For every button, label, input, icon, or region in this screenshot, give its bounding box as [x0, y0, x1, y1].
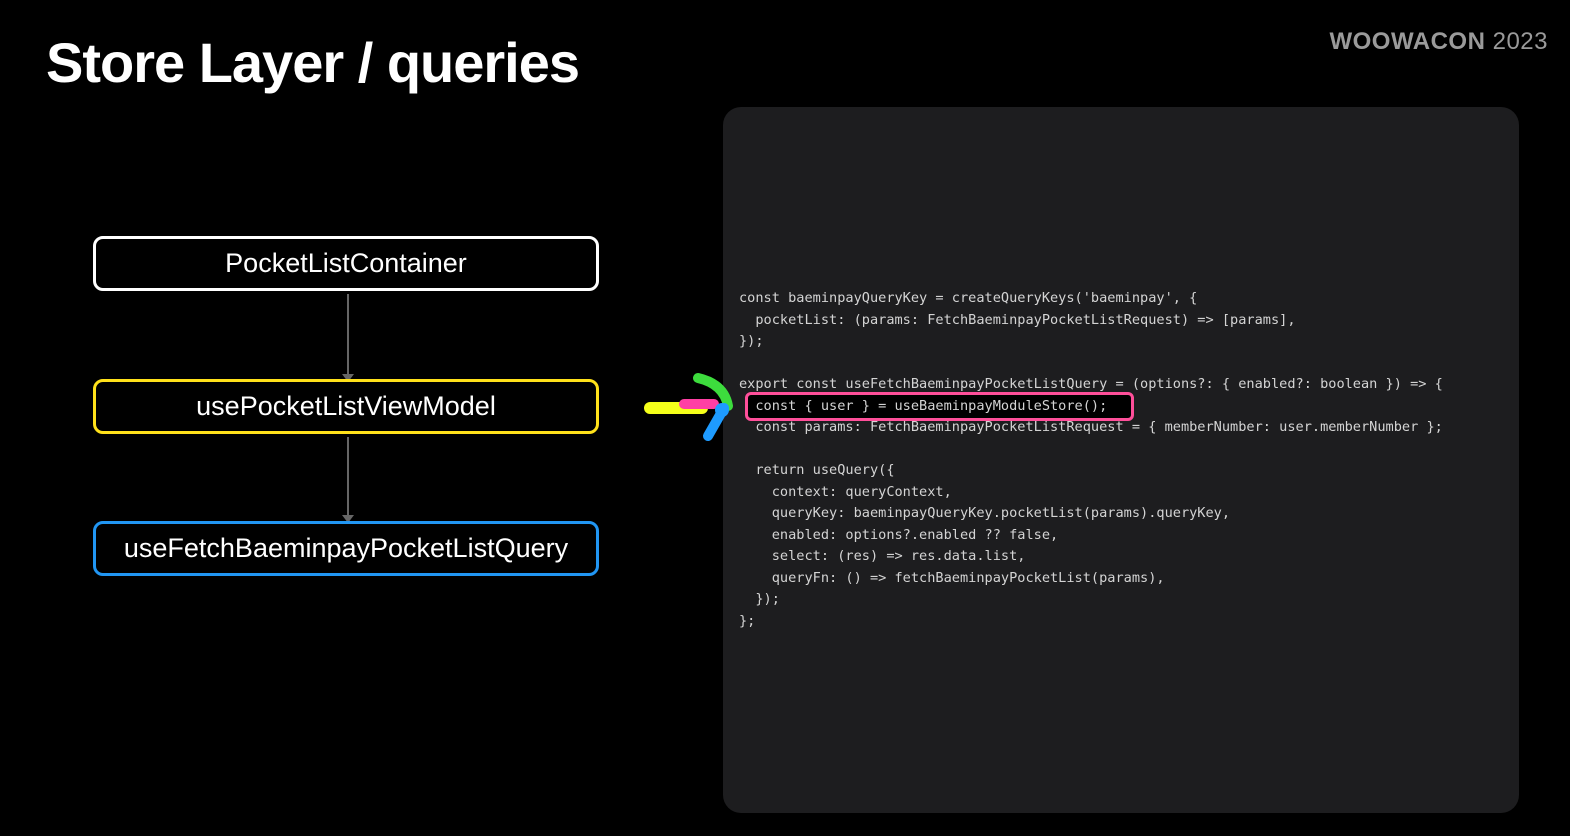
- code-block: const baeminpayQueryKey = createQueryKey…: [739, 288, 1443, 632]
- brand-year: 2023: [1492, 28, 1548, 55]
- code-panel: [723, 107, 1519, 813]
- slide-title: Store Layer / queries: [46, 31, 580, 94]
- code-line: pocketList: (params: FetchBaeminpayPocke…: [739, 311, 1296, 328]
- code-line: queryKey: baeminpayQueryKey.pocketList(p…: [739, 505, 1231, 521]
- code-line: });: [739, 591, 780, 607]
- code-line-highlighted: const { user } = useBaeminpayModuleStore…: [739, 397, 1108, 414]
- code-highlight-box: [745, 392, 1134, 421]
- colorful-arrow-icon: [644, 373, 733, 441]
- code-line: context: queryContext,: [739, 483, 952, 500]
- pointer-green-stroke: [693, 373, 733, 411]
- brand-name: WOOWACON: [1329, 28, 1486, 55]
- code-line: return useQuery({: [739, 462, 895, 478]
- arrow-connector: [342, 437, 354, 523]
- arrow-connector: [342, 294, 354, 382]
- code-line: [739, 353, 1443, 375]
- code-line: export const useFetchBaeminpayPocketList…: [739, 376, 1443, 392]
- code-line: select: (res) => res.data.list,: [739, 548, 1026, 564]
- node-use-pocket-list-view-model: usePocketListViewModel: [93, 379, 599, 434]
- pointer-blue-dot: [715, 403, 729, 417]
- code-line: enabled: options?.enabled ?? false,: [739, 526, 1059, 543]
- code-line: const params: FetchBaeminpayPocketListRe…: [739, 419, 1443, 435]
- code-line: });: [739, 333, 764, 349]
- node-use-fetch-query: useFetchBaeminpayPocketListQuery: [93, 521, 599, 576]
- code-line: };: [739, 612, 756, 629]
- node-pocket-list-container: PocketListContainer: [93, 236, 599, 291]
- code-line: [739, 439, 1443, 461]
- brand-logo: WOOWACON 2023: [1329, 28, 1548, 56]
- code-line: const baeminpayQueryKey = createQueryKey…: [739, 290, 1198, 306]
- code-line: queryFn: () => fetchBaeminpayPocketList(…: [739, 569, 1165, 586]
